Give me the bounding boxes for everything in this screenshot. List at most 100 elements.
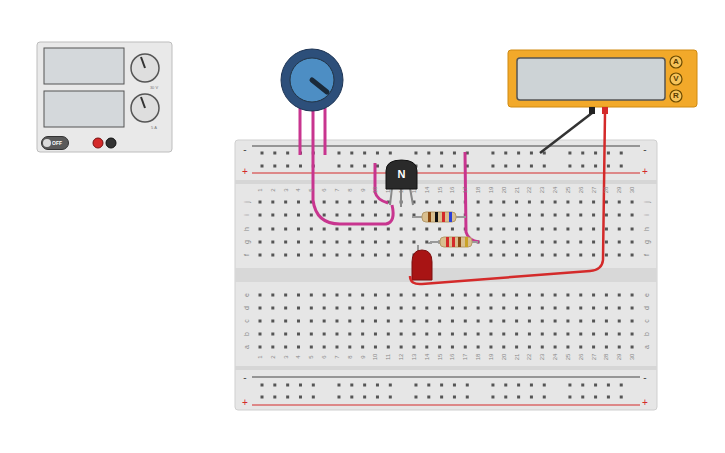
breadboard-hole — [412, 294, 415, 297]
breadboard-hole — [259, 241, 262, 244]
breadboard-hole — [631, 201, 634, 204]
breadboard-label: 3 — [283, 188, 289, 191]
breadboard-hole — [259, 346, 262, 349]
breadboard-hole — [363, 165, 366, 168]
breadboard-hole — [466, 396, 469, 399]
breadboard-hole — [528, 320, 531, 323]
dial-pointer — [312, 80, 327, 92]
breadboard-hole — [427, 396, 430, 399]
breadboard-hole — [453, 165, 456, 168]
breadboard-hole — [605, 346, 608, 349]
breadboard-hole — [376, 384, 379, 387]
breadboard-label: 30 — [629, 354, 635, 361]
breadboard-hole — [361, 228, 364, 231]
breadboard-label: 6 — [321, 355, 327, 358]
breadboard-hole — [491, 396, 494, 399]
breadboard-label: 5 A — [151, 126, 157, 130]
breadboard-hole — [425, 320, 428, 323]
breadboard-hole — [515, 201, 518, 204]
breadboard-hole — [310, 307, 313, 310]
breadboard-hole — [273, 165, 276, 168]
resistor-band — [435, 212, 438, 222]
breadboard-hole — [348, 333, 351, 336]
breadboard-hole — [335, 228, 338, 231]
breadboard-hole — [491, 152, 494, 155]
breadboard-hole — [592, 254, 595, 257]
breadboard-label: 20 — [501, 354, 507, 361]
breadboard-hole — [323, 228, 326, 231]
breadboard-hole — [400, 241, 403, 244]
breadboard-hole — [489, 346, 492, 349]
breadboard-hole — [528, 241, 531, 244]
breadboard-hole — [400, 294, 403, 297]
breadboard-hole — [618, 320, 621, 323]
knob-pointer — [141, 97, 145, 108]
button-circle — [670, 73, 682, 85]
breadboard-hole — [271, 254, 274, 257]
breadboard-label: d — [643, 306, 650, 310]
breadboard-label: h — [643, 227, 650, 231]
breadboard-hole — [631, 307, 634, 310]
breadboard-hole — [271, 228, 274, 231]
breadboard-hole — [374, 320, 377, 323]
transistor-symbol: N — [385, 159, 418, 190]
breadboard-hole — [297, 241, 300, 244]
negative-terminal — [106, 138, 116, 148]
breadboard-label: f — [243, 254, 250, 256]
breadboard-hole — [554, 346, 557, 349]
multimeter-body — [508, 50, 697, 107]
breadboard-label: j — [643, 201, 650, 203]
breadboard-hole — [530, 384, 533, 387]
breadboard-hole — [491, 165, 494, 168]
breadboard-hole — [477, 346, 480, 349]
breadboard-hole — [335, 241, 338, 244]
breadboard-hole — [566, 241, 569, 244]
breadboard-label: - — [643, 145, 646, 155]
breadboard-hole — [566, 214, 569, 217]
breadboard-hole — [451, 307, 454, 310]
breadboard-hole — [425, 333, 428, 336]
breadboard-hole — [350, 165, 353, 168]
breadboard-hole — [297, 320, 300, 323]
breadboard-hole — [579, 294, 582, 297]
breadboard-label: 9 — [360, 188, 366, 191]
breadboard-hole — [271, 294, 274, 297]
breadboard-label: g — [243, 240, 250, 244]
breadboard-hole — [579, 320, 582, 323]
breadboard-hole — [579, 333, 582, 336]
breadboard-hole — [453, 152, 456, 155]
positive-rail-line — [252, 173, 640, 174]
breadboard-hole — [631, 346, 634, 349]
knob-pointer — [141, 57, 145, 68]
breadboard-hole — [361, 254, 364, 257]
breadboard-hole — [491, 384, 494, 387]
node-text: N — [398, 169, 406, 180]
breadboard-hole — [554, 201, 557, 204]
breadboard-hole — [323, 201, 326, 204]
breadboard-hole — [489, 228, 492, 231]
breadboard-label: 13 — [411, 354, 417, 361]
breadboard-hole — [348, 320, 351, 323]
breadboard-hole — [605, 320, 608, 323]
breadboard-hole — [451, 201, 454, 204]
switch-toggle — [43, 139, 51, 147]
breadboard-label: 30 — [629, 187, 635, 194]
breadboard-hole — [273, 396, 276, 399]
breadboard-label: a — [643, 345, 650, 349]
breadboard-hole — [489, 241, 492, 244]
breadboard-hole — [528, 201, 531, 204]
breadboard-hole — [502, 201, 505, 204]
multimeter-display — [517, 58, 665, 100]
breadboard-hole — [335, 333, 338, 336]
breadboard-hole — [323, 241, 326, 244]
breadboard-hole — [400, 333, 403, 336]
breadboard-hole — [592, 214, 595, 217]
breadboard-hole — [515, 333, 518, 336]
resistor-band — [449, 212, 452, 222]
breadboard-hole — [425, 201, 428, 204]
breadboard-hole — [528, 333, 531, 336]
breadboard-label: 20 — [501, 187, 507, 194]
breadboard-hole — [592, 333, 595, 336]
breadboard-hole — [502, 320, 505, 323]
breadboard-hole — [299, 396, 302, 399]
